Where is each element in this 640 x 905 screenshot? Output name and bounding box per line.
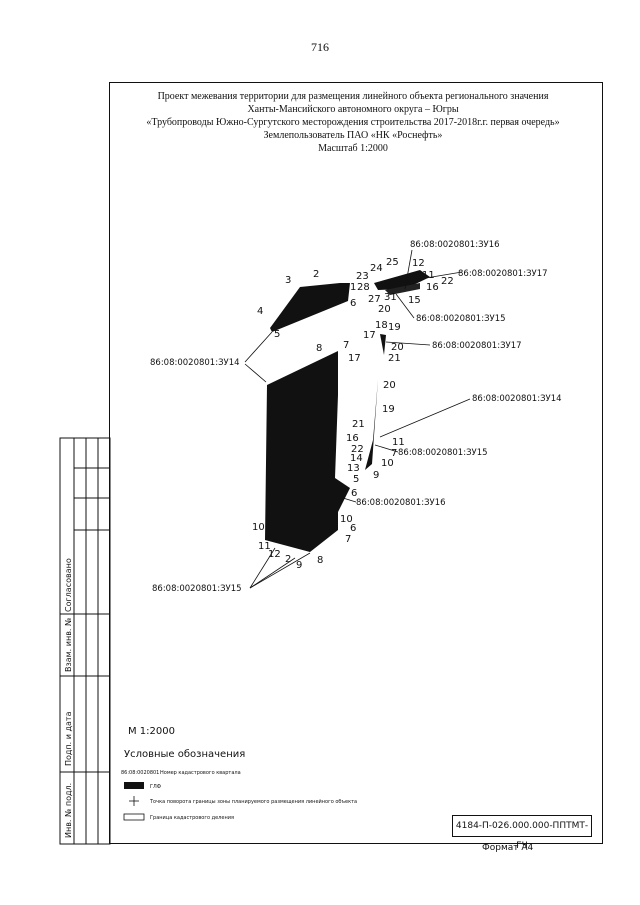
point-number: 11 [422,270,435,281]
page-number: 716 [311,40,329,54]
point-number: 22 [441,276,454,287]
legend-boundary-swatch [123,813,145,821]
parcel-zu17-top [385,283,420,295]
point-number: 13 [347,463,360,474]
header-line-4: Землепользователь ПАО «НК «Роснефть» [263,130,443,141]
point-number: 10 [252,522,265,533]
point-number: 23 [356,271,369,282]
sidebar-sign-date-label: Подп. и дата [64,711,73,767]
point-number: 17 [363,330,376,341]
parcel-zu17-mid [380,334,386,355]
cadastral-label: 86:08:0020801:ЗУ14 [150,358,240,368]
leader-lines [244,249,471,589]
point-number: 31 [384,292,397,303]
point-number: 11 [392,437,405,448]
point-number: 17 [348,353,361,364]
scale-note: М 1:2000 [128,726,175,737]
point-number: 2 [313,269,319,280]
cadastral-label: 86:08:0020801:ЗУ15 [398,448,488,458]
legend-cadastral-boundary: Граница кадастрового деления [150,815,234,821]
header-line-1: Проект межевания территории для размещен… [157,91,549,102]
point-number: 6 [350,298,356,309]
point-number: 18 [375,320,388,331]
point-number: 7 [391,448,397,459]
legend-fill-swatch [124,782,144,789]
legend-point-symbol [129,796,139,806]
parcel-zu16-top [374,270,430,290]
point-number: 9 [296,560,302,571]
point-number: 4 [257,306,263,317]
parcel-zu14-main [265,351,350,552]
cadastral-label: 86:08:0020801:ЗУ14 [472,394,562,404]
point-number: 10 [340,514,353,525]
header-line-5: Масштаб 1:2000 [318,143,388,154]
point-number: 6 [351,488,357,499]
cadastral-label: 86:08:0020801:ЗУ17 [432,341,522,351]
point-number: 24 [370,263,383,274]
legend-cadastral-quarter: Номер кадастрового квартала [160,770,241,776]
point-number: 21 [388,353,401,364]
point-number: 20 [378,304,391,315]
point-number: 19 [382,404,395,415]
point-number: 3 [285,275,291,286]
cadastral-label: 86:08:0020801:ЗУ15 [416,314,506,324]
point-number: 22 [351,444,364,455]
point-number: 15 [408,295,421,306]
point-number: 7 [343,340,349,351]
title-block-code: 4184-П-026.000.000-ППТМТ-ГЧ [452,815,592,851]
point-number: 10 [381,458,394,469]
point-number: 20 [383,380,396,391]
cadastral-label: 86:08:0020801:ЗУ16 [356,498,446,508]
point-number: 12 [412,258,425,269]
point-number: 6 [350,523,356,534]
legend-turn-point: Точка поворота границы зоны планируемого… [150,799,358,805]
point-number: 21 [352,419,365,430]
drawing-header: Проект межевания территории для размещен… [113,90,593,155]
point-number: 27 [368,294,381,305]
sidebar-table [59,437,111,845]
point-number: 11 [258,541,271,552]
cadastral-label: 86:08:0020801:ЗУ16 [410,240,500,250]
point-number: 5 [274,329,280,340]
point-number: 16 [346,433,359,444]
point-number: 1 [350,282,356,293]
point-number: 2 [285,554,291,565]
sheet-format: Формат А4 [482,843,534,853]
point-number: 9 [373,470,379,481]
legend-title: Условные обозначения [124,749,246,760]
parcel-zu14-top [270,283,350,332]
sidebar-approved-label: Согласовано [64,558,73,612]
cadastral-label: 86:08:0020801:ЗУ17 [458,269,548,279]
header-line-2: Ханты-Мансийского автономного округа – Ю… [247,104,459,115]
point-number: 19 [388,322,401,333]
legend-glf: ГЛФ [150,784,162,790]
point-number: 14 [350,453,363,464]
parcel-zu15-right [365,379,378,470]
sidebar-inv-orig-label: Инв. № подл. [64,782,73,838]
sidebar-inv-replace-label: Взам. инв. № [64,617,73,672]
legend-code: 86:08:0020801 [121,770,160,776]
point-number: 8 [317,555,323,566]
point-number: 8 [316,343,322,354]
point-number: 12 [268,549,281,560]
point-number: 5 [353,474,359,485]
point-number: 20 [391,342,404,353]
point-number: 28 [357,282,370,293]
header-line-3: «Трубопроводы Южно-Сургутского месторожд… [146,117,560,128]
point-number: 16 [426,282,439,293]
cadastral-label: 86:08:0020801:ЗУ15 [152,584,242,594]
point-numbers: 2 3 4 5 6 1 28 23 24 25 12 11 22 16 15 3… [252,257,454,571]
point-number: 7 [345,534,351,545]
point-number: 25 [386,257,399,268]
